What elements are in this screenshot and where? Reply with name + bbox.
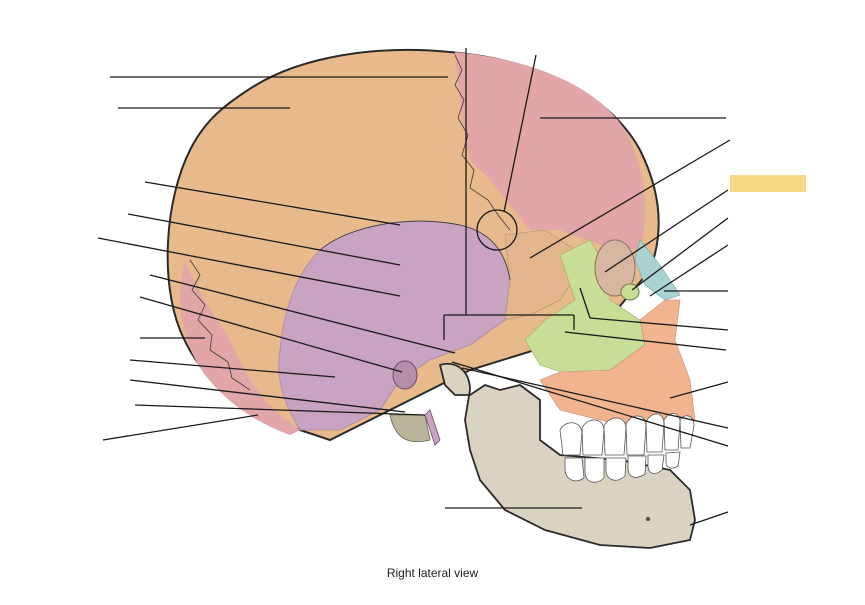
figure-caption: Right lateral view: [386, 566, 479, 580]
coronal-suture: [454, 54, 511, 231]
styloid-process: [424, 409, 441, 446]
mental-foramen: [645, 516, 651, 522]
pterion-marker: [476, 209, 518, 251]
label-leaders-right: [445, 54, 731, 526]
teeth: [559, 413, 695, 483]
nasal-bone: [634, 239, 681, 301]
orbit: [594, 239, 636, 297]
occipital-bone: [180, 260, 300, 435]
label-leaders-left: [97, 76, 456, 441]
lambdoid-suture: [189, 259, 251, 391]
external-acoustic-meatus: [392, 360, 418, 390]
zygomatic-arch-bracket: [443, 48, 575, 340]
frontal-bone: [455, 52, 645, 250]
highlight-box: [730, 175, 806, 192]
squamous-suture: [319, 220, 511, 281]
sphenoid-bone: [504, 229, 581, 321]
mastoid-process: [389, 414, 431, 443]
mandible-bone: [438, 362, 696, 549]
